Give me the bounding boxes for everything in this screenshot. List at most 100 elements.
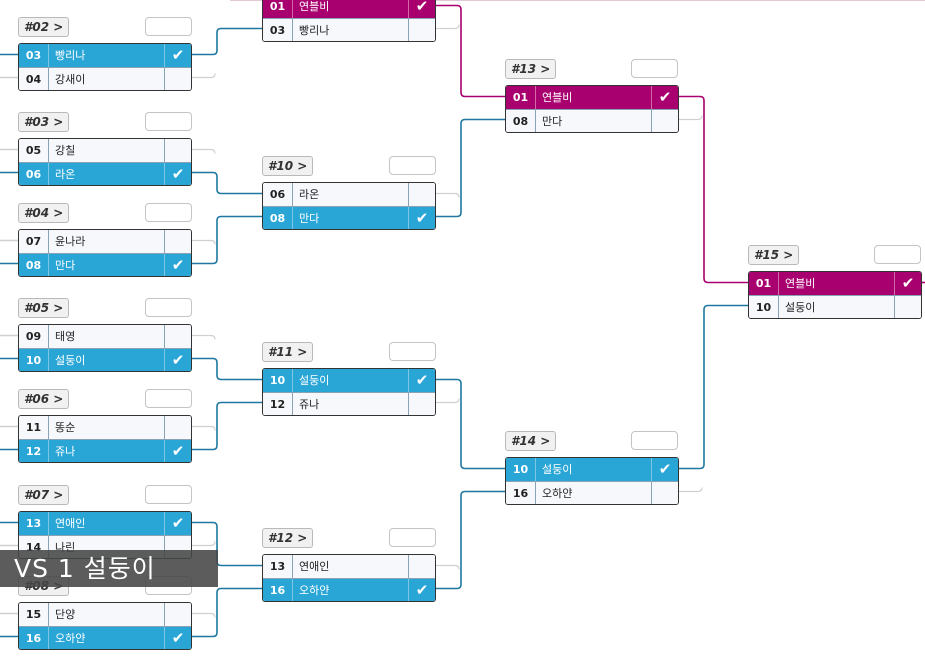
match-label-m10[interactable]: #10 > (262, 156, 314, 176)
team-seed: 06 (19, 163, 49, 185)
match-label-m06[interactable]: #06 > (18, 389, 70, 409)
check-icon (164, 536, 191, 558)
match-label-m04[interactable]: #04 > (18, 203, 70, 223)
team-name: 쥬나 (55, 445, 76, 458)
team-name: 빵리나 (55, 49, 86, 62)
team-seed: 10 (749, 296, 779, 318)
check-icon: ✔ (164, 254, 191, 276)
score-box-m12 (389, 528, 436, 547)
team-row[interactable]: 05 강칠 (19, 139, 191, 162)
connector-line (435, 490, 505, 590)
match-label-m11[interactable]: #11 > (262, 342, 314, 362)
team-name: 만다 (299, 212, 320, 225)
score-box-m02 (145, 17, 192, 36)
connector-line (191, 215, 262, 265)
team-seed: 10 (263, 369, 293, 392)
team-seed: 05 (19, 139, 49, 162)
check-icon: ✔ (651, 458, 678, 481)
team-name: 연블비 (785, 277, 816, 290)
team-name: 강칠 (55, 144, 76, 157)
team-name: 단양 (55, 608, 76, 621)
team-seed: 04 (19, 68, 49, 90)
score-box-m05 (145, 298, 192, 317)
team-seed: 01 (506, 86, 536, 109)
match-label-m14[interactable]: #14 > (505, 431, 557, 451)
connector-stub (191, 73, 216, 79)
check-icon (408, 555, 435, 578)
connector-line (435, 4, 505, 98)
connector-line (191, 587, 262, 638)
team-name: 연애인 (299, 560, 330, 573)
match-label-m03[interactable]: #03 > (18, 112, 70, 132)
team-seed: 06 (263, 183, 293, 206)
connector-stub (191, 148, 216, 154)
team-seed: 16 (19, 627, 49, 649)
connector-stub (191, 541, 216, 547)
team-seed: 09 (19, 325, 49, 348)
match-label-m15[interactable]: #15 > (748, 245, 800, 265)
connector-line (191, 171, 262, 195)
score-box-m04 (145, 203, 192, 222)
match-label-m05[interactable]: #05 > (18, 298, 70, 318)
check-icon: ✔ (408, 0, 435, 18)
check-icon: ✔ (164, 44, 191, 67)
check-icon (408, 393, 435, 415)
check-icon (164, 325, 191, 348)
team-seed: 13 (263, 555, 293, 578)
match-label-m02[interactable]: #02 > (18, 17, 70, 37)
connector-line (435, 118, 505, 218)
check-icon: ✔ (164, 349, 191, 371)
score-box-m03 (145, 112, 192, 131)
video-caption-overlay: VS 1 설둥이 (0, 550, 218, 587)
team-seed: 10 (19, 349, 49, 371)
score-box-m11 (389, 342, 436, 361)
connector-stub (191, 612, 216, 618)
team-row[interactable]: 03 빵리나 ✔ (19, 44, 191, 67)
team-seed: 03 (19, 44, 49, 67)
score-box-m14 (631, 431, 678, 450)
check-icon (894, 296, 921, 318)
score-box-m15 (874, 245, 921, 264)
match-label-m12[interactable]: #12 > (262, 528, 314, 548)
score-box-m13 (631, 59, 678, 78)
team-row[interactable]: 13 연애인 (263, 555, 435, 578)
check-icon: ✔ (164, 627, 191, 649)
match-label-m13[interactable]: #13 > (505, 59, 557, 79)
connector-stub (191, 425, 216, 431)
team-seed: 01 (749, 272, 779, 295)
team-name: 빵리나 (299, 24, 330, 37)
match-label-m07[interactable]: #07 > (18, 485, 70, 505)
